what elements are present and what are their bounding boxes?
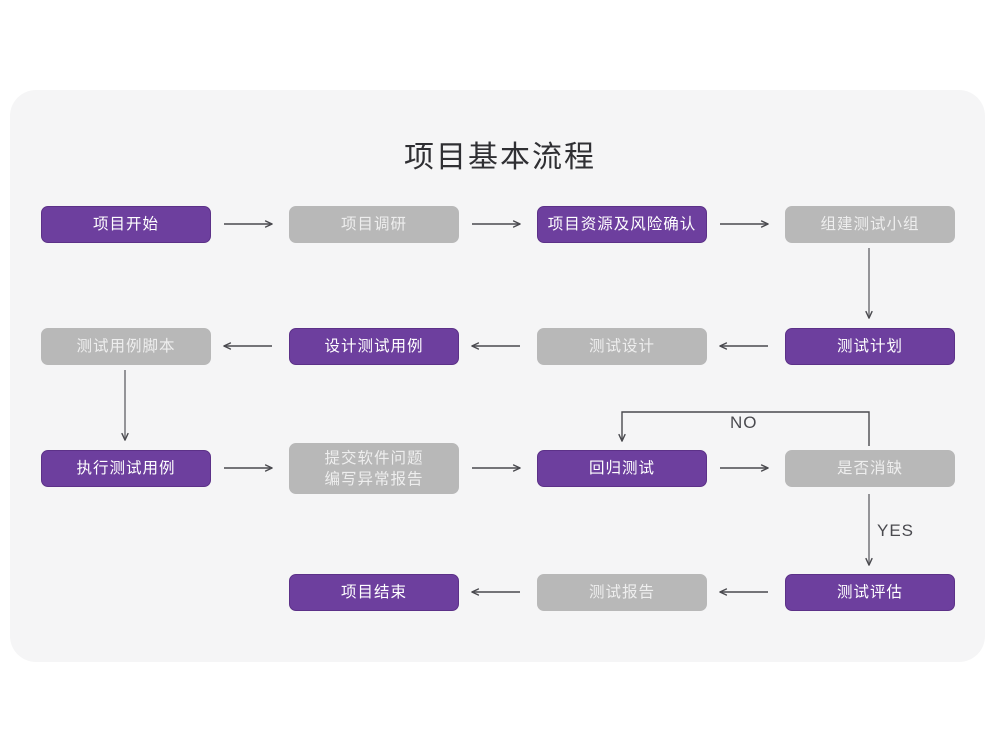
node-label: 测试评估 xyxy=(836,584,903,601)
page-title: 项目基本流程 xyxy=(404,141,596,174)
node-project-research[interactable]: 项目调研 xyxy=(289,206,459,243)
node-resource-risk-confirm[interactable]: 项目资源及风险确认 xyxy=(537,206,707,243)
node-test-design[interactable]: 测试设计 xyxy=(537,328,707,365)
node-project-start[interactable]: 项目开始 xyxy=(41,206,211,243)
edge-label-yes: YES xyxy=(877,521,915,540)
flowchart-card xyxy=(10,90,985,662)
node-label: 项目结束 xyxy=(340,584,407,601)
node-defect-cleared-decision[interactable]: 是否消缺 xyxy=(785,450,955,487)
node-submit-issue-report[interactable]: 提交软件问题 编写异常报告 xyxy=(289,443,459,494)
edge-label-no: NO xyxy=(730,413,758,432)
node-regression-test[interactable]: 回归测试 xyxy=(537,450,707,487)
node-design-test-case[interactable]: 设计测试用例 xyxy=(289,328,459,365)
node-label: 项目开始 xyxy=(92,216,159,233)
node-label: 测试计划 xyxy=(836,338,903,355)
node-test-plan[interactable]: 测试计划 xyxy=(785,328,955,365)
node-label: 项目资源及风险确认 xyxy=(547,216,697,233)
node-execute-test-case[interactable]: 执行测试用例 xyxy=(41,450,211,487)
node-label: 测试用例脚本 xyxy=(76,338,176,355)
node-label: 项目调研 xyxy=(340,216,407,233)
node-label: 提交软件问题 编写异常报告 xyxy=(324,449,424,488)
node-label: 测试设计 xyxy=(588,338,655,355)
node-test-case-script[interactable]: 测试用例脚本 xyxy=(41,328,211,365)
node-label: 回归测试 xyxy=(588,460,655,477)
node-form-test-team[interactable]: 组建测试小组 xyxy=(785,206,955,243)
node-project-end[interactable]: 项目结束 xyxy=(289,574,459,611)
node-label: 设计测试用例 xyxy=(324,338,424,355)
node-label: 测试报告 xyxy=(588,584,655,601)
node-label: 执行测试用例 xyxy=(76,460,176,477)
node-label: 是否消缺 xyxy=(836,460,903,477)
node-test-report[interactable]: 测试报告 xyxy=(537,574,707,611)
node-label: 组建测试小组 xyxy=(820,216,920,233)
node-test-evaluation[interactable]: 测试评估 xyxy=(785,574,955,611)
